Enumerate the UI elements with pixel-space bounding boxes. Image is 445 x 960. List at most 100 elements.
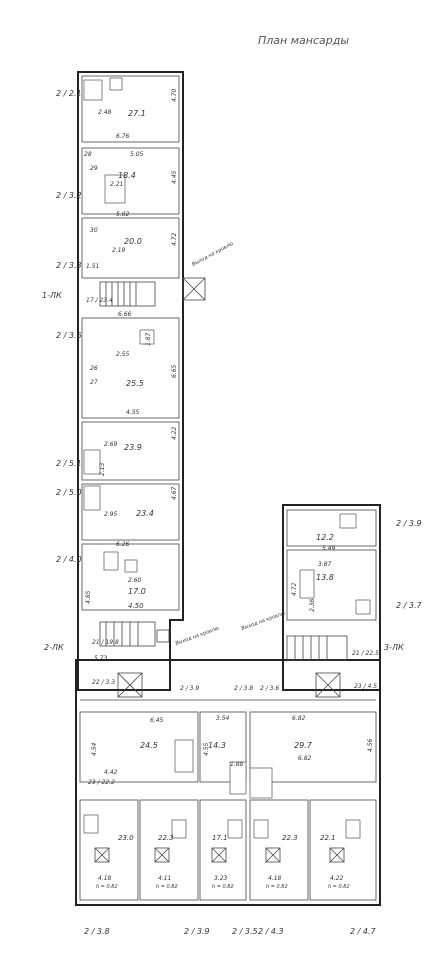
svg-text:3.87: 3.87 — [318, 561, 332, 568]
stair-label-2: 2-ЛК — [44, 643, 64, 652]
room-area: 22.1 — [320, 834, 336, 842]
axis-mark: 2 / 4.3 — [258, 927, 284, 936]
svg-text:4.72: 4.72 — [291, 582, 298, 596]
right-wing-rooms — [286, 509, 377, 661]
svg-text:h = 0.82: h = 0.82 — [266, 884, 288, 890]
room-area: 14.3 — [208, 741, 226, 750]
upper-wing-outline — [77, 71, 184, 691]
svg-text:4.50: 4.50 — [128, 602, 144, 610]
svg-text:17 / 23.4: 17 / 23.4 — [86, 297, 113, 304]
axis-mark: 2 / 3.2 — [56, 191, 82, 200]
room-area: 23.9 — [124, 443, 142, 452]
svg-text:22 / 3.3: 22 / 3.3 — [92, 679, 115, 686]
svg-text:1.88: 1.88 — [230, 761, 244, 768]
room-area: 24.5 — [140, 741, 158, 750]
svg-text:2.60: 2.60 — [128, 577, 142, 584]
svg-text:4.54: 4.54 — [91, 742, 98, 756]
axis-mark: 2 / 3.3 — [56, 261, 82, 270]
svg-text:3.54: 3.54 — [216, 715, 230, 722]
axis-mark: 2 / 3.7 — [396, 601, 423, 610]
svg-text:6.82: 6.82 — [292, 715, 306, 722]
room-area: 17.1 — [212, 834, 228, 842]
svg-text:4.85: 4.85 — [85, 590, 92, 604]
svg-text:1.51: 1.51 — [86, 263, 99, 270]
svg-text:2 / 3.8: 2 / 3.8 — [234, 685, 253, 692]
svg-text:5.49: 5.49 — [322, 545, 336, 552]
svg-text:3.23: 3.23 — [214, 875, 228, 882]
stair-label-1: 1-ЛК — [42, 291, 62, 300]
svg-text:2.13: 2.13 — [99, 462, 106, 476]
axis-mark: 2 / 3.5 — [232, 927, 258, 936]
room-area: 29.7 — [294, 741, 313, 750]
svg-text:2 / 3.9: 2 / 3.9 — [180, 685, 199, 692]
svg-text:23 / 4.5: 23 / 4.5 — [354, 683, 377, 690]
svg-text:2.21: 2.21 — [110, 181, 123, 188]
room-area: 20.0 — [124, 237, 142, 246]
roof-exit-1: Выход на кровлю — [191, 241, 234, 268]
room-area: 18.4 — [118, 171, 136, 180]
room-area: 22.3 — [158, 834, 174, 842]
stair-1 — [99, 277, 206, 307]
room-area: 13.8 — [316, 573, 334, 582]
svg-text:h = 0.82: h = 0.82 — [156, 884, 178, 890]
room-area: 27.1 — [128, 109, 146, 118]
upper-wing-rooms — [81, 75, 180, 611]
svg-text:4.56: 4.56 — [367, 738, 374, 752]
stair-label-3: 3-ЛК — [384, 643, 404, 652]
svg-text:29: 29 — [90, 165, 98, 172]
svg-text:2.69: 2.69 — [104, 441, 118, 448]
small-area-labels: 29 28 30 17 / 23.4 26 27 21 / 19.8 22 / … — [84, 151, 379, 786]
svg-text:6.82: 6.82 — [298, 755, 312, 762]
svg-text:1.87: 1.87 — [145, 332, 152, 346]
svg-text:4.11: 4.11 — [158, 875, 171, 882]
axis-mark: 2 / 3.6 — [56, 331, 82, 340]
svg-text:2 / 3.6: 2 / 3.6 — [260, 685, 279, 692]
svg-text:6.66: 6.66 — [118, 311, 132, 318]
left-axis-marks: 2 / 2.1 2 / 3.2 2 / 3.3 2 / 3.6 2 / 5.1 … — [56, 89, 82, 564]
svg-text:4.45: 4.45 — [171, 170, 178, 184]
svg-text:h = 0.82: h = 0.82 — [328, 884, 350, 890]
svg-text:h = 0.82: h = 0.82 — [96, 884, 118, 890]
svg-text:5.73: 5.73 — [94, 655, 108, 662]
svg-text:4.22: 4.22 — [171, 426, 178, 440]
room-area: 12.2 — [316, 533, 334, 542]
room-area: 25.5 — [126, 379, 144, 388]
svg-text:5.02: 5.02 — [116, 211, 130, 218]
bottom-axis-marks: 2 / 3.8 2 / 3.9 2 / 3.5 2 / 4.3 2 / 4.7 — [84, 927, 377, 936]
svg-text:21 / 22.5: 21 / 22.5 — [352, 650, 379, 657]
svg-text:28: 28 — [84, 151, 92, 158]
svg-text:4.18: 4.18 — [98, 875, 112, 882]
lower-block-outline — [75, 659, 381, 906]
svg-text:27: 27 — [90, 379, 98, 386]
plan-title: План мансарды — [258, 34, 349, 47]
roof-exit-3: Выход на кровлю — [241, 611, 286, 632]
svg-text:4.72: 4.72 — [171, 232, 178, 246]
axis-mark: 2 / 3.8 — [84, 927, 110, 936]
axis-mark: 2 / 5.0 — [56, 488, 82, 497]
roof-exit-2: Выход на кровлю — [175, 626, 220, 647]
axis-mark: 2 / 4.7 — [350, 927, 377, 936]
axis-mark: 2 / 2.1 — [56, 89, 82, 98]
lower-block-rooms — [79, 672, 377, 901]
room-area: 23.0 — [118, 834, 134, 842]
svg-text:4.22: 4.22 — [330, 875, 344, 882]
svg-text:4.55: 4.55 — [203, 742, 210, 756]
stair-2 — [99, 621, 170, 647]
axis-mark: 2 / 3.9 — [396, 519, 422, 528]
svg-text:2.48: 2.48 — [98, 109, 112, 116]
room-labels: 27.1 18.4 20.0 25.5 23.9 23.4 17.0 12.2 … — [118, 109, 336, 842]
axis-mark: 2 / 3.9 — [184, 927, 210, 936]
svg-text:4.18: 4.18 — [268, 875, 282, 882]
svg-text:2.19: 2.19 — [112, 247, 126, 254]
svg-text:6.26: 6.26 — [116, 541, 130, 548]
svg-text:2.36: 2.36 — [309, 598, 316, 612]
svg-text:6.65: 6.65 — [171, 364, 178, 378]
svg-text:6.76: 6.76 — [116, 133, 130, 140]
axis-mark: 2 / 4.0 — [56, 555, 82, 564]
dimension-labels: 2.48 6.76 5.05 4.70 4.45 2.21 5.02 4.72 … — [85, 88, 374, 890]
axis-mark: 2 / 5.1 — [56, 459, 82, 468]
svg-text:4.42: 4.42 — [104, 769, 118, 776]
svg-text:2.55: 2.55 — [116, 351, 130, 358]
room-area: 23.4 — [136, 509, 154, 518]
svg-text:26: 26 — [90, 365, 98, 372]
